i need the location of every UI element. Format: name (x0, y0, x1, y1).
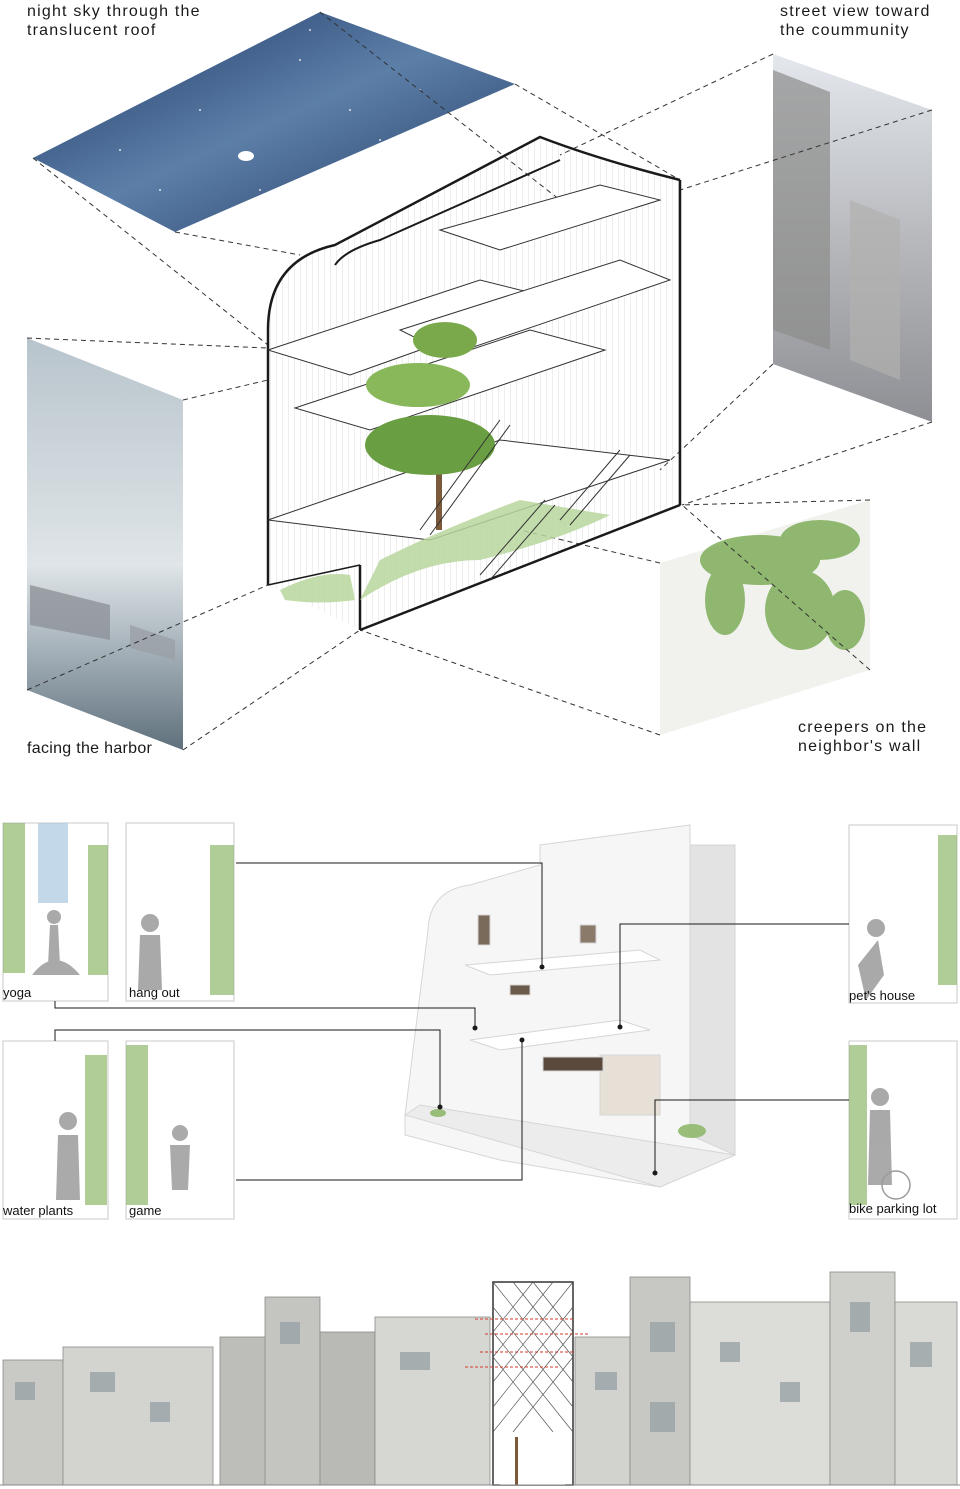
caption-line: facing the harbor (27, 740, 153, 757)
label-bike-parking: bike parking lot (849, 1201, 937, 1216)
caption-line: the coummunity (780, 22, 910, 39)
creeper-plants (700, 520, 865, 650)
new-building-facade (492, 1281, 574, 1486)
stairs (419, 419, 631, 581)
facade-block (689, 1301, 831, 1486)
facade-block (374, 1316, 491, 1486)
facade-block (62, 1346, 214, 1486)
tree-icon (365, 322, 495, 530)
night-sky-image (33, 12, 515, 232)
water-figure-icon (56, 1135, 80, 1200)
caption-harbor: facing the harbor (27, 739, 152, 758)
game-figure-icon (170, 1145, 190, 1190)
facade-block (574, 1336, 631, 1486)
label-yoga: yoga (3, 985, 32, 1000)
caption-creepers: creepers on the neighbor's wall (798, 718, 927, 756)
hangout-figure-icon (138, 935, 162, 990)
building-volume (266, 135, 682, 632)
label-hangout: hang out (129, 985, 180, 1000)
facade-block (2, 1359, 64, 1486)
facade-block (629, 1276, 691, 1486)
facade-block (319, 1331, 376, 1486)
axonometric-diagram (26, 11, 933, 751)
model-diagram (2, 822, 958, 1220)
yoga-figure-icon (32, 925, 80, 975)
facade-block (219, 1336, 271, 1486)
caption-line: creepers on the (798, 719, 928, 736)
caption-line: night sky through the (27, 3, 201, 20)
label-game: game (129, 1203, 162, 1218)
caption-night-sky: night sky through the translucent roof (27, 2, 201, 40)
airflow-arrows (465, 1318, 590, 1368)
harbor-image (27, 338, 183, 750)
caption-line: street view toward (780, 3, 931, 20)
facade-block (894, 1301, 958, 1486)
label-water-plants: water plants (3, 1203, 74, 1218)
connector-lines (54, 862, 849, 1181)
caption-street-view: street view toward the coummunity (780, 2, 931, 40)
label-pets-house: pet's house (849, 988, 916, 1003)
pet-figure-icon (858, 940, 884, 1000)
bike-figure-icon (868, 1110, 892, 1185)
garden-ground (360, 500, 610, 600)
physical-model (403, 824, 737, 1188)
caption-line: translucent roof (27, 22, 157, 39)
moon-icon (238, 151, 254, 161)
caption-line: neighbor's wall (798, 738, 922, 755)
street-elevation (0, 1271, 960, 1486)
stars (119, 29, 421, 191)
